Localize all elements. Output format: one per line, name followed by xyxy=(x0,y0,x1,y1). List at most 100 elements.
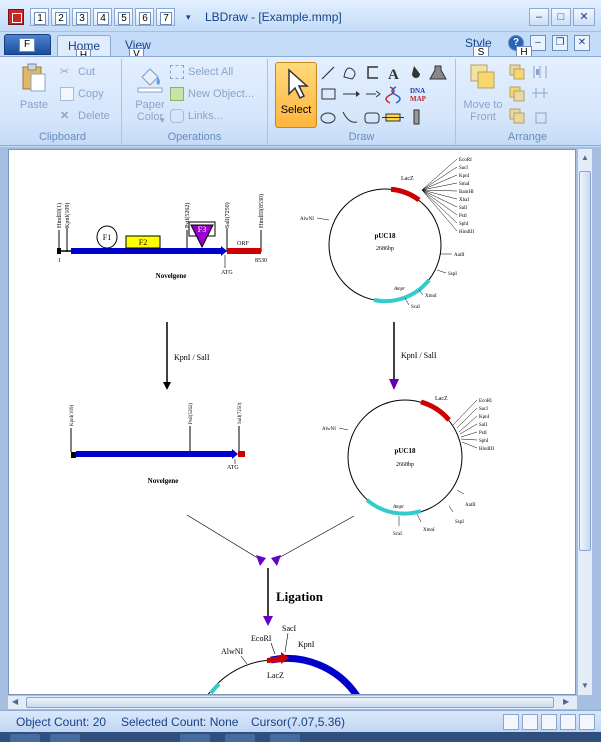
qat-button-5[interactable]: 5 xyxy=(114,8,133,26)
close-button[interactable]: ✕ xyxy=(573,8,595,26)
qat-button-3[interactable]: 3 xyxy=(72,8,91,26)
file-menu-button[interactable]: F xyxy=(4,34,51,55)
line-icon[interactable] xyxy=(321,66,335,80)
app-icon[interactable] xyxy=(8,9,24,25)
select-all-button[interactable]: Select All xyxy=(170,62,233,82)
plasmid-gene-icon[interactable] xyxy=(382,113,404,122)
qat-button-2[interactable]: 2 xyxy=(51,8,70,26)
select-tool-button[interactable]: Select xyxy=(275,62,317,128)
novelgene-insert-arc[interactable] xyxy=(270,654,360,695)
horizontal-scroll-thumb[interactable] xyxy=(26,697,554,708)
recombinant-plasmid[interactable]: LacZ EcoRI SacI KpnI AlwNI xyxy=(207,624,360,695)
group-icon[interactable] xyxy=(509,108,525,124)
minimize-button[interactable]: – xyxy=(529,8,549,26)
paper-color-button[interactable]: Paper Color ▾ xyxy=(128,63,172,125)
digest-arrow-right[interactable]: KpnI / SalI xyxy=(389,322,437,390)
cut-button[interactable]: ✂ Cut xyxy=(60,62,95,82)
site-label: PstI(5262) xyxy=(184,203,191,228)
plasmid-name: pUC18 xyxy=(394,447,416,455)
ellipse-icon[interactable] xyxy=(320,112,336,124)
rectangle-icon[interactable] xyxy=(321,88,336,100)
curve-icon[interactable] xyxy=(342,111,358,123)
scroll-up-icon[interactable]: ▲ xyxy=(581,153,589,162)
distribute-icon[interactable] xyxy=(533,66,547,78)
ribbon-restore-icon[interactable]: ❐ xyxy=(552,35,568,51)
paste-button[interactable]: Paste xyxy=(14,63,54,125)
diagram[interactable]: HindIII(1) KpnI(109) PstI(5262) SalI(725… xyxy=(9,150,576,695)
send-backward-icon[interactable] xyxy=(509,86,525,102)
paper-color-dropdown-icon[interactable]: ▾ xyxy=(160,115,165,125)
paper-color-label: Paper Color xyxy=(135,99,165,123)
links-button[interactable]: Links... xyxy=(170,106,223,126)
mcs-site: PstI xyxy=(459,214,467,219)
color-drop-icon[interactable] xyxy=(412,66,420,78)
feature-f1[interactable] xyxy=(96,225,118,249)
delete-button[interactable]: ✕ Delete xyxy=(60,106,110,126)
ribbon-close-icon[interactable]: ✕ xyxy=(574,35,590,51)
export-icon[interactable] xyxy=(579,714,595,730)
copy-button[interactable]: Copy xyxy=(60,84,104,104)
amp-arc[interactable] xyxy=(365,498,422,516)
taskbar-item[interactable] xyxy=(270,734,300,742)
arrow-icon[interactable] xyxy=(343,91,360,97)
grid-icon[interactable] xyxy=(560,714,576,730)
qat-button-4[interactable]: 4 xyxy=(93,8,112,26)
taskbar-item[interactable] xyxy=(10,734,40,742)
scroll-left-icon[interactable]: ◀ xyxy=(12,697,19,706)
page-view-icon[interactable] xyxy=(503,714,519,730)
align-middle-icon[interactable] xyxy=(532,88,548,98)
lacz-arrow[interactable] xyxy=(267,652,289,664)
taskbar-item[interactable] xyxy=(50,734,80,742)
rounded-rect-icon[interactable] xyxy=(364,112,380,124)
new-object-button[interactable]: New Object... xyxy=(170,84,254,104)
scroll-down-icon[interactable]: ▼ xyxy=(581,681,589,690)
maximize-button[interactable]: □ xyxy=(551,8,571,26)
text-A-icon[interactable]: A xyxy=(388,67,399,83)
align-icon[interactable] xyxy=(509,64,525,80)
move-to-front-button[interactable]: Move to Front xyxy=(460,63,506,125)
qat-dropdown-icon[interactable]: ▾ xyxy=(186,12,191,22)
bar-icon[interactable] xyxy=(413,109,420,125)
orf-block[interactable] xyxy=(227,248,261,254)
ligation-connectors[interactable]: Ligation xyxy=(186,514,355,626)
drawing-canvas[interactable]: HindIII(1) KpnI(109) PstI(5262) SalI(725… xyxy=(8,149,576,695)
qat-button-7[interactable]: 7 xyxy=(156,8,175,26)
puc18-plasmid-middle[interactable]: LacZ Ampr pUC18 2668bp EcoRI SacI Kpn xyxy=(322,396,494,537)
feature-f3[interactable] xyxy=(190,224,214,249)
ribbon-minimize-icon[interactable]: – xyxy=(530,35,546,51)
scroll-right-icon[interactable]: ▶ xyxy=(563,697,570,706)
vertical-scrollbar[interactable]: ▲ ▼ xyxy=(577,149,592,695)
digest-arrow-left[interactable]: KpnI / SalI xyxy=(163,322,210,390)
amp-arc[interactable] xyxy=(373,278,431,304)
novelgene-fragment[interactable]: KpnI(109) PstI(5262) SalI(7250) ATG Nove… xyxy=(70,402,245,485)
taskbar-item[interactable] xyxy=(180,734,210,742)
novelgene-linear-map[interactable]: HindIII(1) KpnI(109) PstI(5262) SalI(725… xyxy=(56,194,267,280)
mcs-site: SacI xyxy=(459,166,468,171)
lacz-arc[interactable] xyxy=(390,186,421,203)
os-taskbar xyxy=(0,732,601,742)
qat-button-6[interactable]: 6 xyxy=(135,8,154,26)
novelgene-arrow[interactable] xyxy=(71,246,227,256)
site-label: AlwNI xyxy=(322,427,336,432)
select-all-icon xyxy=(170,65,184,79)
tab-view[interactable]: View V xyxy=(115,35,161,61)
status-bar: Object Count: 20 Selected Count: None Cu… xyxy=(0,710,601,732)
print-icon[interactable] xyxy=(541,714,557,730)
puc18-plasmid-top[interactable]: LacZ Ampr pUC18 2686bp EcoRI SacI xyxy=(300,158,474,310)
info-icon[interactable] xyxy=(522,714,538,730)
vertical-scroll-thumb[interactable] xyxy=(579,171,591,551)
tab-home[interactable]: Home H xyxy=(57,35,112,62)
dna-helix-icon[interactable] xyxy=(385,86,401,104)
taskbar-item[interactable] xyxy=(225,734,255,742)
novelgene-fragment-arrow[interactable] xyxy=(76,449,238,459)
feature-f2[interactable] xyxy=(125,235,161,249)
rotate-icon[interactable] xyxy=(535,112,547,124)
qat-button-1[interactable]: 1 xyxy=(30,8,49,26)
bracket-icon[interactable] xyxy=(367,66,378,79)
double-arrow-icon[interactable] xyxy=(366,90,381,98)
flask-icon[interactable] xyxy=(429,65,447,80)
freeform-icon[interactable] xyxy=(343,67,356,80)
horizontal-scrollbar[interactable]: ◀ ▶ xyxy=(8,695,577,709)
lacz-arc[interactable] xyxy=(420,399,451,422)
